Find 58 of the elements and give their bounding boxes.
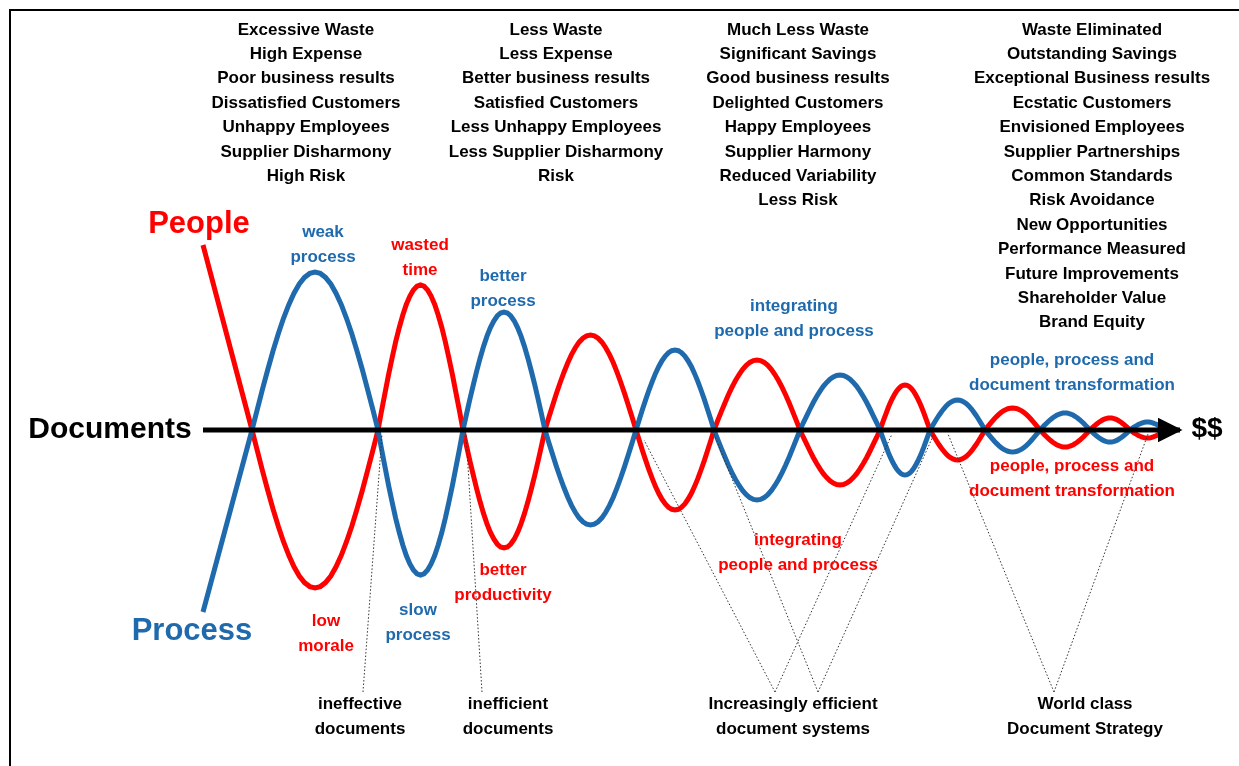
callout-text: inefficient documents [462, 692, 554, 742]
outcome-text: Less Waste [509, 18, 603, 41]
outcome-text: Shareholder Value [1017, 287, 1167, 310]
leader-line [362, 433, 383, 693]
curve-label: weak process [290, 221, 356, 268]
outcome-text: High Expense [249, 43, 363, 66]
outcome-text: Less Risk [758, 189, 838, 212]
outcome-text: Outstanding Savings [1007, 43, 1177, 66]
outcome-text: Supplier Disharmony [220, 140, 392, 163]
outcome-text: Dissatisfied Customers [211, 91, 401, 114]
curve-label: integrating people and process [714, 295, 874, 342]
outcome-text: Future Improvements [1005, 262, 1179, 285]
callout-text: ineffective documents [314, 692, 406, 742]
outcome-text: Much Less Waste [727, 18, 869, 41]
outcome-text: New Opportunities [1016, 213, 1168, 236]
callout-text: Increasingly efficient document systems [708, 692, 878, 742]
outcome-text: Envisioned Employees [999, 116, 1185, 139]
curve-label: integrating people and process [718, 529, 878, 576]
outcome-text: Performance Measured [998, 238, 1186, 261]
leader-line [465, 433, 483, 693]
outcome-text: Unhappy Employees [222, 116, 390, 139]
outcome-text: High Risk [266, 165, 346, 188]
callout-text: World class Document Strategy [1007, 692, 1163, 742]
outcome-text: Delighted Customers [712, 91, 884, 114]
outcome-text: Risk Avoidance [1029, 189, 1155, 212]
outcome-text: Exceptional Business results [973, 67, 1211, 90]
outcome-text: Significant Savings [719, 43, 877, 66]
people-label: People [148, 203, 250, 242]
outcome-text: Supplier Partnerships [1003, 140, 1181, 163]
outcome-text: Less Supplier Disharmony [448, 140, 664, 163]
outcome-text: Poor business results [217, 67, 395, 90]
curve-label: people, process and document transformation [969, 455, 1175, 502]
outcome-text: Better business results [462, 67, 650, 90]
outcome-text: Reduced Variability [719, 165, 877, 188]
outcome-text: Waste Eliminated [1021, 18, 1163, 41]
leader-line [774, 433, 893, 693]
curve-label: slow process [385, 599, 451, 646]
outcome-text: Common Standards [1011, 165, 1173, 188]
documents-label: Documents [28, 410, 192, 447]
outcome-text: Happy Employees [724, 116, 872, 139]
outcome-text: Satisfied Customers [473, 91, 639, 114]
curve-label: better process [470, 265, 536, 312]
outcome-text: Excessive Waste [237, 18, 375, 41]
outcome-text: Supplier Harmony [724, 140, 872, 163]
outcome-text: Ecstatic Customers [1012, 91, 1172, 114]
outcome-text: Good business results [706, 67, 890, 90]
curve-label: wasted time [391, 234, 449, 281]
curve-label: better productivity [454, 559, 552, 606]
outcome-text: Brand Equity [1039, 311, 1145, 334]
outcome-text: Risk [538, 165, 574, 188]
outcome-text: Less Expense [499, 43, 613, 66]
curve-label: people, process and document transformation [969, 349, 1175, 396]
leader-line [1053, 433, 1149, 693]
outcome-text: Less Unhappy Employees [450, 116, 662, 139]
leader-line [817, 433, 935, 693]
process-label: Process [131, 610, 253, 649]
curve-label: low morale [298, 610, 354, 657]
end-label: $$ [1191, 410, 1223, 445]
